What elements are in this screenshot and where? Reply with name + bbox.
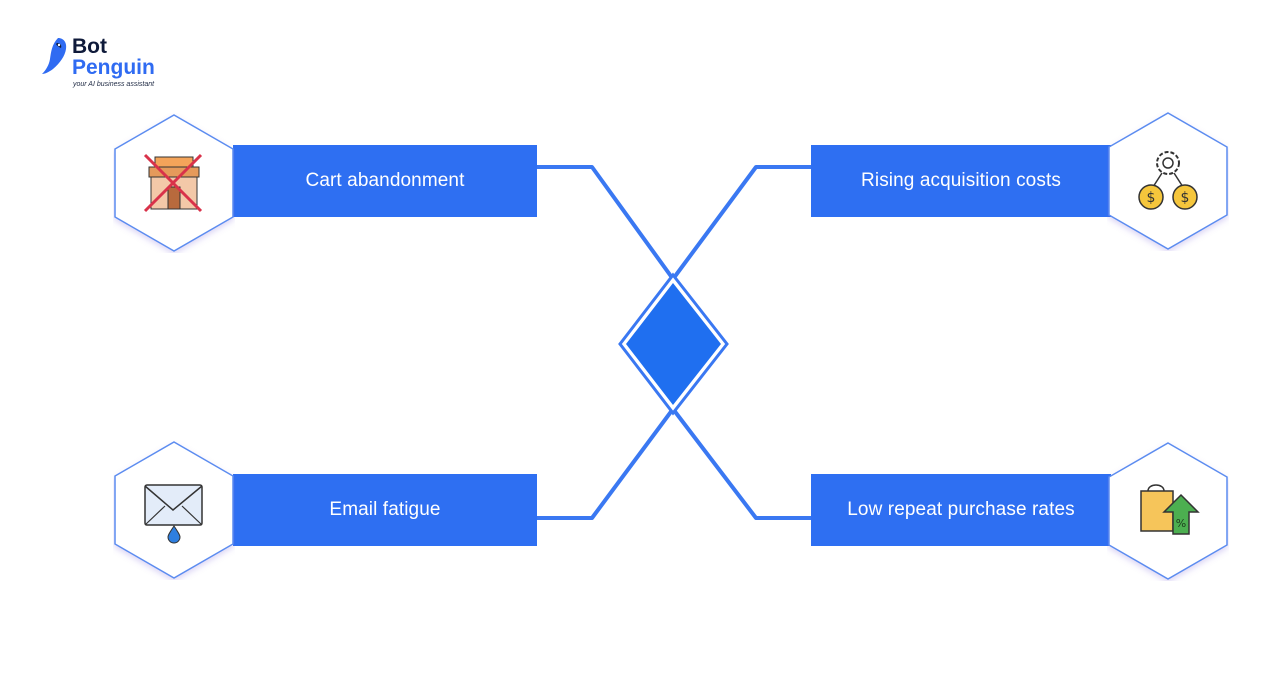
svg-text:$: $ [1147, 190, 1156, 206]
label-box-rising-acquisition-costs: Rising acquisition costs [811, 145, 1111, 217]
logo-tagline: your AI business assistant [73, 81, 155, 88]
label-box-cart-abandonment: Cart abandonment [233, 145, 537, 217]
hex-rising-acquisition-costs: $ $ [1108, 112, 1228, 250]
envelope-droplet-icon [144, 484, 203, 544]
connector-top-right [671, 165, 811, 281]
svg-text:%: % [1176, 517, 1186, 530]
label-low-repeat-purchase-rates: Low repeat purchase rates [847, 499, 1075, 520]
connector-bottom-right [671, 407, 811, 520]
gear-dollar-coins-icon: $ $ [1138, 151, 1198, 210]
logo-text-bot: Bot [72, 35, 107, 58]
svg-text:$: $ [1181, 190, 1190, 206]
botpenguin-logo: Bot Penguin your AI business assistant [40, 36, 180, 92]
storefront-crossed-icon [143, 153, 203, 213]
hex-low-repeat-purchase-rates: % [1108, 442, 1228, 580]
label-rising-acquisition-costs: Rising acquisition costs [861, 170, 1061, 191]
hex-cart-abandonment [114, 114, 234, 252]
center-diamond [626, 283, 721, 405]
logo-text-penguin: Penguin [72, 56, 155, 79]
label-box-email-fatigue: Email fatigue [233, 474, 537, 546]
label-email-fatigue: Email fatigue [329, 499, 441, 520]
connector-top-left [537, 165, 675, 281]
hex-email-fatigue [114, 441, 234, 579]
penguin-logo-icon [42, 38, 67, 74]
connector-bottom-left [537, 407, 675, 520]
label-cart-abandonment: Cart abandonment [305, 170, 465, 191]
label-box-low-repeat-purchase-rates: Low repeat purchase rates [811, 474, 1111, 546]
shopping-bag-discount-arrow-icon: % [1140, 484, 1200, 535]
